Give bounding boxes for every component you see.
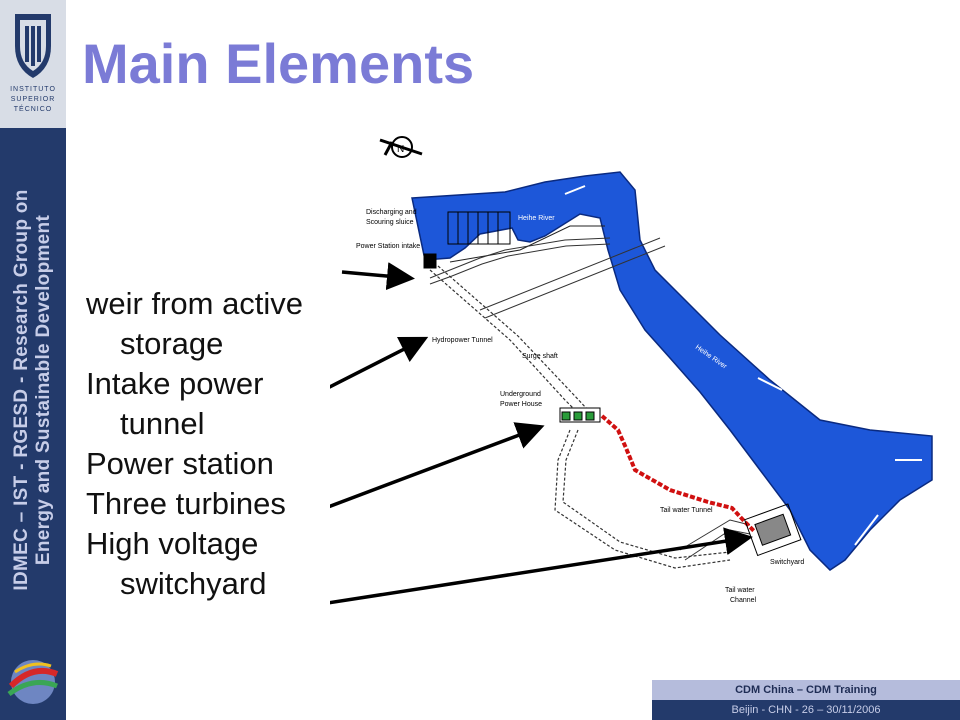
label-scouring: Scouring sluice — [366, 219, 414, 226]
label-surge-shaft: Surge shaft — [522, 353, 558, 360]
ist-shield-icon — [15, 14, 51, 78]
label-hydropower-tunnel: Hydropower Tunnel — [432, 337, 493, 344]
underground-power-house — [559, 407, 601, 423]
label-tailwater-tunnel: Tail water Tunnel — [660, 507, 713, 514]
river-shape — [411, 171, 933, 571]
tunnels — [429, 265, 731, 569]
footer-line-1: CDM China – CDM Training — [652, 680, 960, 700]
slide-title: Main Elements — [82, 32, 475, 95]
svg-text:N: N — [397, 144, 404, 155]
north-arrow-icon: N — [379, 136, 423, 158]
bullet-intake: Intake power tunnel — [86, 366, 264, 441]
sidebar-text-line-1: IDMEC – IST - RGESD - Research Group on — [11, 189, 32, 591]
logo-line-1: INSTITUTO — [10, 86, 56, 93]
bullet-power-station: Power station — [86, 446, 274, 481]
sidebar-text-line-2: Energy and Sustainable Development — [33, 214, 54, 566]
label-discharging: Discharging and — [366, 209, 417, 216]
label-switchyard: Switchyard — [770, 559, 804, 566]
hydropower-plan-diagram: N Discharging and Scouring sluice — [330, 136, 933, 605]
ist-logo: INSTITUTO SUPERIOR TÉCNICO — [0, 0, 66, 128]
label-underground-2: Power House — [500, 401, 542, 408]
transmission-cable — [600, 414, 757, 534]
pointer-arrows — [330, 262, 753, 605]
sidebar-vertical-text: IDMEC – IST - RGESD - Research Group on … — [0, 140, 66, 640]
footer: CDM China – CDM Training Beijin - CHN - … — [652, 680, 960, 720]
label-intake: Power Station intake — [356, 243, 420, 250]
logo-line-3: TÉCNICO — [13, 106, 53, 113]
logo-line-2: SUPERIOR — [10, 96, 56, 103]
sluice-structure — [423, 211, 511, 269]
flow-arrows — [564, 185, 922, 546]
bullet-turbines: Three turbines — [86, 486, 286, 521]
label-underground-1: Underground — [500, 391, 541, 398]
bullet-switchyard: High voltage switchyard — [86, 526, 267, 601]
label-tailwater-channel-1: Tail water — [725, 587, 755, 594]
globe-logo-icon — [7, 660, 59, 704]
label-heihe-top: Heihe River — [518, 215, 555, 222]
bullet-list: weir from active storage Intake power tu… — [86, 284, 356, 604]
bullet-weir: weir from active storage — [86, 286, 304, 361]
sidebar: INSTITUTO SUPERIOR TÉCNICO IDMEC – IST -… — [0, 0, 66, 720]
label-tailwater-channel-2: Channel — [730, 597, 757, 604]
footer-line-2: Beijin - CHN - 26 – 30/11/2006 — [652, 700, 960, 720]
